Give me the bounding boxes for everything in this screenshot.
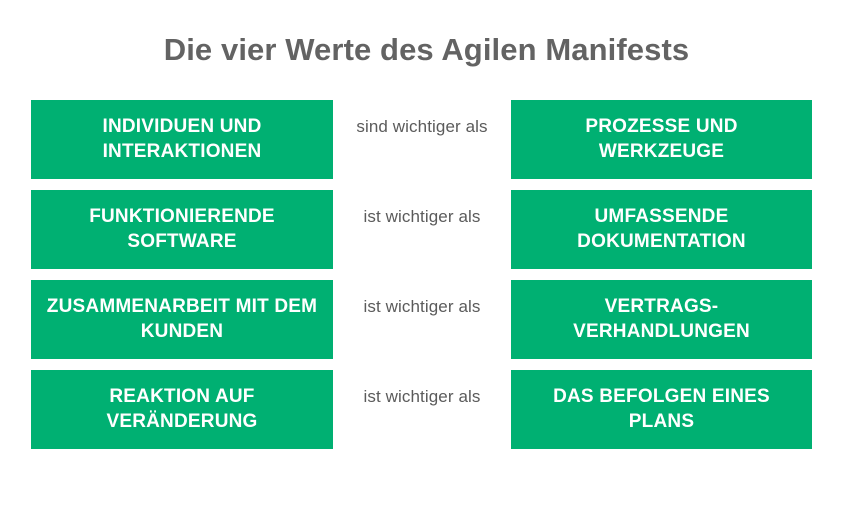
page-title: Die vier Werte des Agilen Manifests xyxy=(163,32,690,67)
value-connector-text: ist wichtiger als xyxy=(363,387,481,406)
value-left-box[interactable]: ZUSAMMENARBEIT MIT DEM KUNDEN xyxy=(31,280,333,359)
value-right-label: VERTRAGS- VERHANDLUNGEN xyxy=(573,296,750,342)
value-row: FUNKTIONIERENDE SOFTWARE ist wichtiger a… xyxy=(31,190,812,269)
value-row: REAKTION AUF VERÄNDERUNG ist wichtiger a… xyxy=(31,370,812,449)
value-right-box[interactable]: DAS BEFOLGEN EINES PLANS xyxy=(511,370,812,449)
value-left-box[interactable]: INDIVIDUEN UND INTERAKTIONEN xyxy=(31,100,333,179)
value-left-label: FUNKTIONIERENDE SOFTWARE xyxy=(89,206,275,252)
value-right-box[interactable]: VERTRAGS- VERHANDLUNGEN xyxy=(511,280,812,359)
value-left-box[interactable]: REAKTION AUF VERÄNDERUNG xyxy=(31,370,333,449)
values-comparison-list: INDIVIDUEN UND INTERAKTIONEN sind wichti… xyxy=(31,100,812,460)
value-right-label: PROZESSE UND WERKZEUGE xyxy=(585,116,738,162)
value-connector-text: sind wichtiger als xyxy=(356,117,488,136)
value-right-label: DAS BEFOLGEN EINES PLANS xyxy=(553,386,770,432)
value-connector-text: ist wichtiger als xyxy=(363,207,481,226)
value-row: INDIVIDUEN UND INTERAKTIONEN sind wichti… xyxy=(31,100,812,179)
value-row: ZUSAMMENARBEIT MIT DEM KUNDEN ist wichti… xyxy=(31,280,812,359)
value-right-label: UMFASSENDE DOKUMENTATION xyxy=(577,206,746,252)
value-right-box[interactable]: PROZESSE UND WERKZEUGE xyxy=(511,100,812,179)
value-connector-text: ist wichtiger als xyxy=(363,297,481,316)
value-left-label: ZUSAMMENARBEIT MIT DEM KUNDEN xyxy=(46,296,318,342)
value-left-label: INDIVIDUEN UND INTERAKTIONEN xyxy=(102,116,262,162)
value-right-box[interactable]: UMFASSENDE DOKUMENTATION xyxy=(511,190,812,269)
value-left-box[interactable]: FUNKTIONIERENDE SOFTWARE xyxy=(31,190,333,269)
value-left-label: REAKTION AUF VERÄNDERUNG xyxy=(106,386,258,432)
